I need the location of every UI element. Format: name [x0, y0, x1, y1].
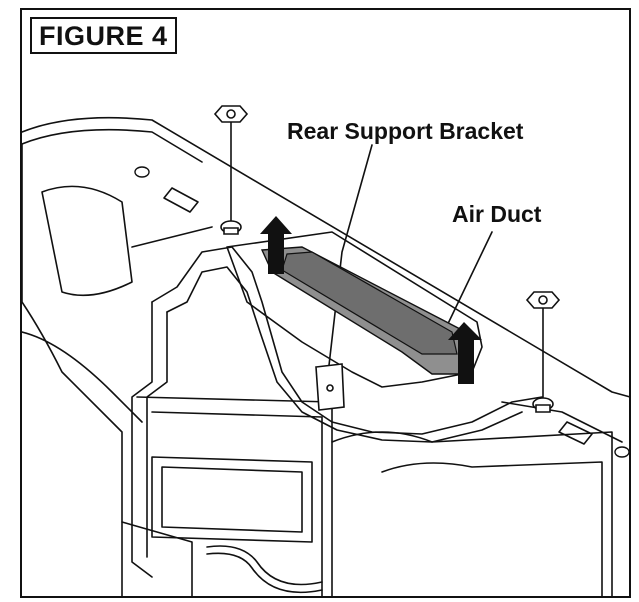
air-duct-label: Air Duct: [452, 201, 542, 227]
bolt-icon-small-right: [614, 446, 629, 458]
figure-frame: [20, 8, 631, 598]
right-panel: [381, 461, 603, 596]
rear-support-bracket-plate: [315, 363, 345, 411]
right-slot: [558, 421, 593, 445]
bolt-icon-small-left: [134, 166, 150, 178]
lower-window-inner: [161, 466, 303, 533]
right-body: [331, 431, 613, 596]
left-leader-line: [131, 226, 213, 248]
left-body-shadow: [22, 331, 143, 423]
front-frame: [131, 301, 153, 578]
cabinet-top-edge: [22, 116, 629, 398]
cabinet-top-edge-inner: [22, 128, 203, 163]
left-body-outline: [22, 143, 123, 596]
air-duct-shading: [260, 246, 473, 375]
bolt-icon-right: [525, 291, 561, 413]
wire-hose: [206, 545, 323, 586]
figure-label: FIGURE 4: [30, 17, 177, 54]
left-panel: [41, 185, 133, 297]
lower-window: [151, 456, 313, 543]
duct-outline: [226, 231, 483, 388]
wire-hose-2: [206, 552, 323, 594]
bracket-outline: [151, 246, 543, 435]
installation-diagram: [22, 105, 629, 596]
up-arrow-icon-right: [448, 322, 482, 384]
front-frame-inner: [146, 311, 168, 558]
front-box-inner: [151, 411, 323, 596]
left-slot: [163, 187, 199, 213]
bottom-vent: [121, 521, 193, 596]
bolt-icon-left: [213, 105, 249, 235]
rear-support-bracket-label: Rear Support Bracket: [287, 118, 524, 144]
bracket-leader-line: [327, 144, 373, 375]
right-body-upper: [501, 401, 623, 443]
up-arrow-icon-left: [260, 216, 292, 274]
duct-leader-line: [443, 231, 493, 333]
